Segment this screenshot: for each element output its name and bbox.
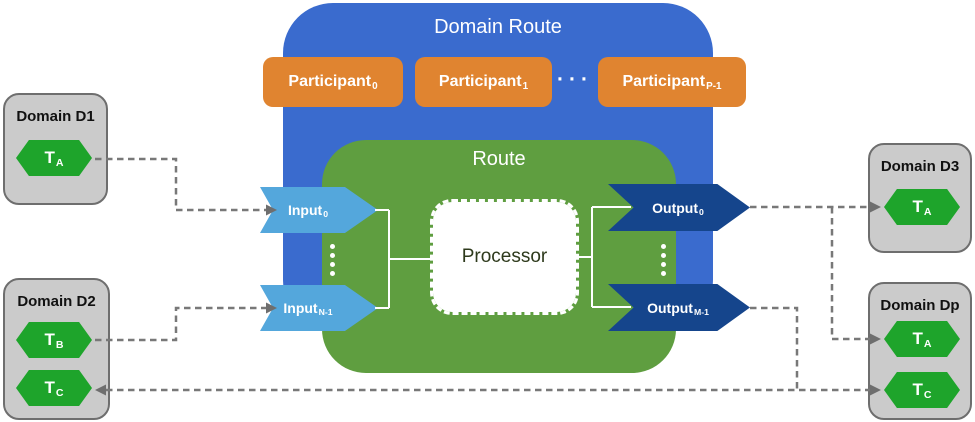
input-n-1-label: InputN-1 bbox=[283, 300, 333, 318]
participant-0-box: Participant0 bbox=[263, 57, 403, 107]
token-tb-d2-label: TB bbox=[44, 330, 64, 351]
connector-d1-ta-to-input0 bbox=[95, 157, 266, 212]
token-tc-d2-hexagon: TC bbox=[16, 370, 92, 406]
token-ta-dp-label: TA bbox=[912, 329, 932, 350]
domain-route-title: Domain Route bbox=[434, 16, 562, 38]
token-ta-d3-label: TA bbox=[912, 197, 932, 218]
participant-p-1-box: ParticipantP-1 bbox=[598, 57, 746, 107]
input-0-label: Input0 bbox=[287, 202, 329, 220]
token-ta-d3-hexagon: TA bbox=[884, 189, 960, 225]
domain-d1-box: Domain D1 TA bbox=[3, 93, 108, 205]
output-m-1-label: OutputM-1 bbox=[647, 299, 709, 317]
domain-d1-title: Domain D1 bbox=[16, 108, 95, 125]
token-ta-d1-hexagon: TA bbox=[16, 140, 92, 176]
domain-d2-box: Domain D2 TB TC bbox=[3, 278, 110, 420]
participant-1-label: Participant1 bbox=[438, 73, 529, 92]
output-0-label: Output0 bbox=[652, 199, 704, 217]
domain-d3-box: Domain D3 TA bbox=[868, 143, 972, 253]
token-ta-d1-label: TA bbox=[44, 148, 64, 169]
domain-d3-title: Domain D3 bbox=[880, 158, 960, 175]
token-tc-dp-hexagon: TC bbox=[884, 372, 960, 408]
token-ta-dp-hexagon: TA bbox=[884, 321, 960, 357]
connector-branch-to-dp-ta bbox=[830, 207, 870, 341]
connector-d2-tb-to-input-n1 bbox=[95, 306, 266, 342]
connector-output-m1-down bbox=[750, 306, 799, 390]
participant-p-1-label: ParticipantP-1 bbox=[622, 73, 722, 92]
processor-label: Processor bbox=[461, 246, 548, 267]
outputs-vertical-ellipsis bbox=[661, 244, 666, 276]
participant-1-box: Participant1 bbox=[415, 57, 552, 107]
token-tc-d2-label: TC bbox=[44, 378, 64, 399]
processor-box: Processor bbox=[430, 199, 579, 315]
inputs-vertical-ellipsis bbox=[330, 244, 335, 276]
token-tb-d2-hexagon: TB bbox=[16, 322, 92, 358]
domain-dp-box: Domain Dp TA TC bbox=[868, 282, 972, 420]
token-tc-dp-label: TC bbox=[912, 380, 932, 401]
domain-d2-title: Domain D2 bbox=[17, 293, 96, 310]
domain-dp-title: Domain Dp bbox=[880, 297, 960, 314]
participants-ellipsis: ··· bbox=[557, 68, 593, 91]
route-title: Route bbox=[472, 148, 526, 170]
participant-0-label: Participant0 bbox=[288, 73, 378, 92]
